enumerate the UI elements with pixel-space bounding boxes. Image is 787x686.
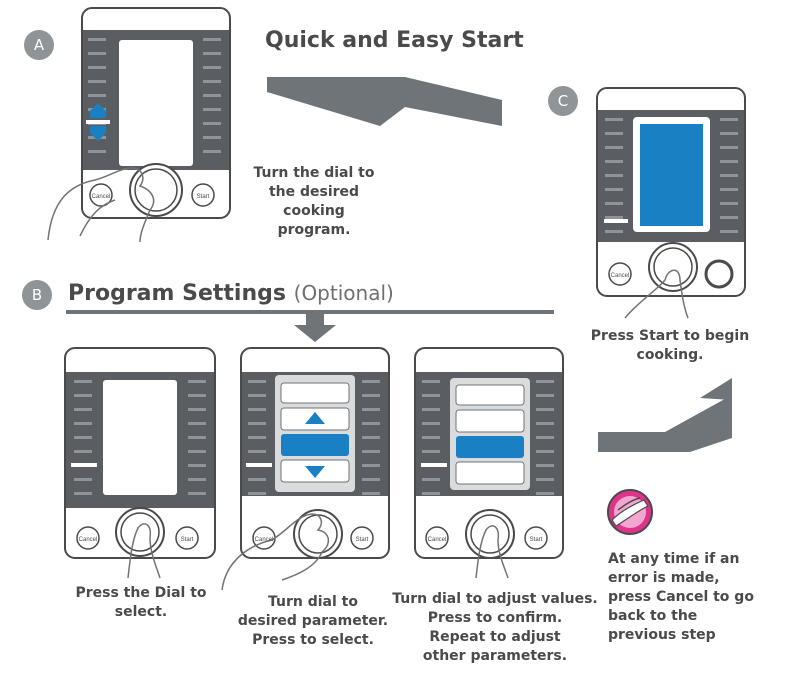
section-a-badge: A [24, 30, 54, 60]
panel-b2-start-label: Start [356, 537, 369, 543]
panel-b2-cancel-label: Cancel [255, 537, 274, 543]
down-arrow [294, 312, 336, 342]
start-step-caption: Press Start to begin cooking. [590, 328, 750, 363]
panel-b1-device [64, 347, 216, 579]
panel-b2-device [221, 347, 390, 591]
section-b-badge: B [22, 280, 52, 310]
panel-c-cancel-label: Cancel [611, 273, 630, 279]
panel-b3-cancel-label: Cancel [428, 537, 447, 543]
quick-start-caption: Turn the dial to the desired cooking pro… [253, 165, 375, 238]
panel-c-device [596, 87, 746, 319]
program-settings-title: Program Settings (Optional) [68, 281, 394, 306]
panel-b3-device [414, 347, 564, 579]
optional-label: (Optional) [293, 281, 394, 305]
panel-b1-start-label: Start [181, 537, 194, 543]
step3-caption: Turn dial to adjust values. Press to con… [392, 591, 598, 664]
step2-caption: Turn dial to desired parameter. Press to… [237, 594, 389, 648]
step1-caption: Press the Dial to select. [75, 585, 207, 620]
quick-start-title: Quick and Easy Start [265, 28, 524, 53]
section-c-badge: C [548, 86, 578, 116]
pen-hand-icon [607, 489, 653, 535]
arrow-a-to-c [267, 77, 502, 126]
panel-a-start-label: Start [197, 194, 210, 200]
panel-a-device [47, 7, 231, 243]
panel-b1-cancel-label: Cancel [79, 537, 98, 543]
arrow-b-to-c [598, 395, 732, 452]
panel-b3-start-label: Start [530, 537, 543, 543]
panel-a-cancel-label: Cancel [92, 194, 111, 200]
error-note-caption: At any time if an error is made, press C… [608, 551, 754, 643]
